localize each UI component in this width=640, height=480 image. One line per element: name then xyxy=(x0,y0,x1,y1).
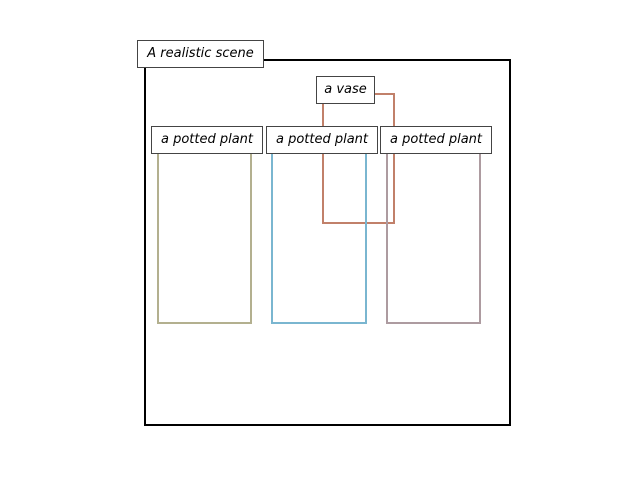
potted-plant-3-bounding-box xyxy=(386,140,481,324)
potted-plant-1-bounding-box xyxy=(157,140,252,324)
scene-label: A realistic scene xyxy=(137,40,264,68)
potted-plant-1-label: a potted plant xyxy=(151,126,263,154)
potted-plant-2-bounding-box xyxy=(271,140,367,324)
scene-bounding-box xyxy=(144,59,511,426)
potted-plant-2-label: a potted plant xyxy=(266,126,378,154)
vase-label: a vase xyxy=(316,76,375,104)
potted-plant-3-label: a potted plant xyxy=(380,126,492,154)
